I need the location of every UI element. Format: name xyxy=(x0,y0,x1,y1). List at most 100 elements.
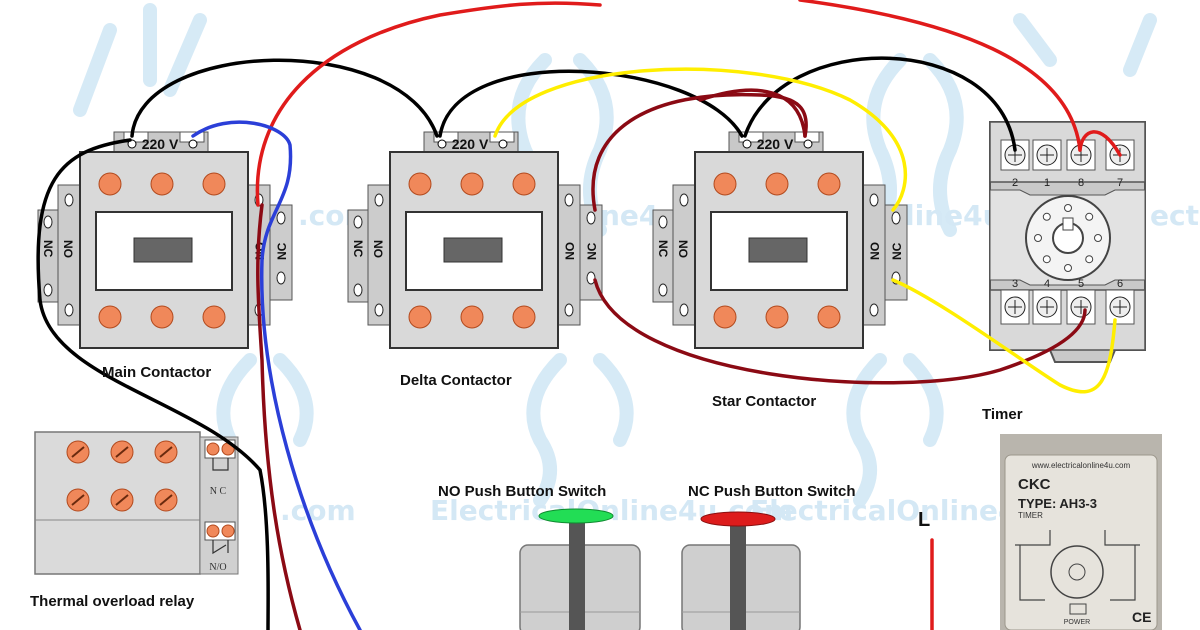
timer-socket-pin xyxy=(1064,264,1072,272)
aux-nc-label-left: NC xyxy=(351,240,365,258)
timer-terminal-bottom-label: 6 xyxy=(1117,278,1123,290)
coil-terminal-a2 xyxy=(188,139,198,149)
coil-voltage-label: 220 V xyxy=(452,136,489,152)
aux-nc-label-right: NC xyxy=(275,242,289,260)
aux-terminal xyxy=(586,271,596,285)
aux-terminal xyxy=(564,193,574,207)
labels: Main Contactor Delta Contactor Star Cont… xyxy=(30,364,1023,610)
aux-terminal xyxy=(276,211,286,225)
timer-socket-pin xyxy=(1064,204,1072,212)
power-terminal-bottom xyxy=(765,305,789,329)
label-delta-contactor: Delta Contactor xyxy=(400,372,512,389)
aux-nc-label-left: NC xyxy=(41,240,55,258)
aux-terminal xyxy=(658,215,668,229)
timer-photo: www.electricalonline4u.com CKC TYPE: AH3… xyxy=(1000,434,1162,630)
power-terminal-top xyxy=(765,172,789,196)
power-terminal-top xyxy=(98,172,122,196)
wires xyxy=(36,0,1122,630)
delta-contactor: 220 V NC NO NO NC xyxy=(347,131,603,349)
power-terminal-top xyxy=(202,172,226,196)
power-terminal-top xyxy=(713,172,737,196)
power-terminal-bottom xyxy=(150,305,174,329)
aux-terminal xyxy=(64,303,74,317)
timer-socket-pin xyxy=(1042,212,1051,221)
aux-terminal xyxy=(374,303,384,317)
thermal-overload-relay: N C N/O xyxy=(34,431,239,575)
timer-terminal-top-label: 8 xyxy=(1078,177,1084,189)
timer-terminal-bottom-label: 5 xyxy=(1078,278,1084,290)
wire-black-main-to-delta-coil xyxy=(130,58,439,138)
coil-voltage-label: 220 V xyxy=(142,136,179,152)
photo-timer-label: TIMER xyxy=(1018,511,1043,520)
aux-terminal xyxy=(658,283,668,297)
label-thermal-overload-relay: Thermal overload relay xyxy=(30,593,195,610)
coil-terminal-a1 xyxy=(437,139,447,149)
aux-no-label-left: NO xyxy=(371,240,385,258)
aux-no-label-left: NO xyxy=(61,240,75,258)
aux-terminal xyxy=(353,283,363,297)
power-terminal-bottom xyxy=(202,305,226,329)
timer-socket-pin xyxy=(1085,255,1094,264)
timer-terminal-top-label: 2 xyxy=(1012,177,1018,189)
aux-terminal xyxy=(891,211,901,225)
wire-yellow-bottom xyxy=(891,278,1117,394)
wire-blue xyxy=(191,120,362,630)
coil-terminal-a2 xyxy=(498,139,508,149)
wire-black-star-to-timer xyxy=(743,56,1017,152)
aux-terminal xyxy=(374,193,384,207)
watermark-text-3: .com xyxy=(280,494,356,527)
aux-terminal xyxy=(586,211,596,225)
nc-push-button-switch[interactable] xyxy=(681,511,801,630)
timer-socket-pin xyxy=(1085,212,1094,221)
photo-power-label: POWER xyxy=(1064,619,1090,626)
power-terminal-top xyxy=(817,172,841,196)
label-line: L xyxy=(918,509,930,531)
timer-terminal-top-label: 7 xyxy=(1117,177,1123,189)
aux-terminal xyxy=(43,215,53,229)
timer-socket-pin xyxy=(1034,234,1042,242)
wire-black-delta-to-star-coil xyxy=(438,69,744,138)
coil-terminal-a2 xyxy=(803,139,813,149)
aux-terminal xyxy=(43,283,53,297)
photo-type: TYPE: AH3-3 xyxy=(1018,496,1097,511)
label-main-contactor: Main Contactor xyxy=(102,364,211,381)
label-star-contactor: Star Contactor xyxy=(712,393,816,410)
aux-terminal xyxy=(679,303,689,317)
aux-no-label-right: NO xyxy=(563,242,577,260)
aux-no-label-right: NO xyxy=(868,242,882,260)
power-terminal-bottom xyxy=(713,305,737,329)
wire-black-main-left xyxy=(36,138,270,630)
watermark-bulb-pattern xyxy=(73,3,1157,507)
aux-terminal xyxy=(679,193,689,207)
coil-voltage-label: 220 V xyxy=(757,136,794,152)
timer-socket-pin xyxy=(1094,234,1102,242)
wire-yellow-top xyxy=(493,67,908,212)
aux-nc-label-right: NC xyxy=(890,242,904,260)
watermark-text-7: ect xyxy=(1150,199,1199,232)
no-push-button-switch[interactable] xyxy=(519,508,641,630)
power-terminal-bottom xyxy=(460,305,484,329)
aux-terminal xyxy=(64,193,74,207)
power-terminal-bottom xyxy=(817,305,841,329)
label-timer: Timer xyxy=(982,406,1023,423)
photo-website: www.electricalonline4u.com xyxy=(1031,461,1131,470)
power-terminal-top xyxy=(460,172,484,196)
timer-terminal-top-label: 1 xyxy=(1044,177,1050,189)
aux-nc-label-left: NC xyxy=(656,240,670,258)
olr-nc-label: N C xyxy=(210,486,227,497)
aux-terminal xyxy=(869,303,879,317)
aux-nc-label-right: NC xyxy=(585,242,599,260)
coil-terminal-a1 xyxy=(742,139,752,149)
star-contactor: 220 V NC NO NO NC xyxy=(652,131,908,349)
power-terminal-top xyxy=(408,172,432,196)
power-terminal-bottom xyxy=(512,305,536,329)
photo-brand: CKC xyxy=(1018,476,1051,493)
power-terminal-top xyxy=(512,172,536,196)
wire-darkred-main xyxy=(256,203,302,630)
timer-terminal-bottom-label: 3 xyxy=(1012,278,1018,290)
aux-no-label-left: NO xyxy=(676,240,690,258)
wire-red-top xyxy=(255,1,602,207)
